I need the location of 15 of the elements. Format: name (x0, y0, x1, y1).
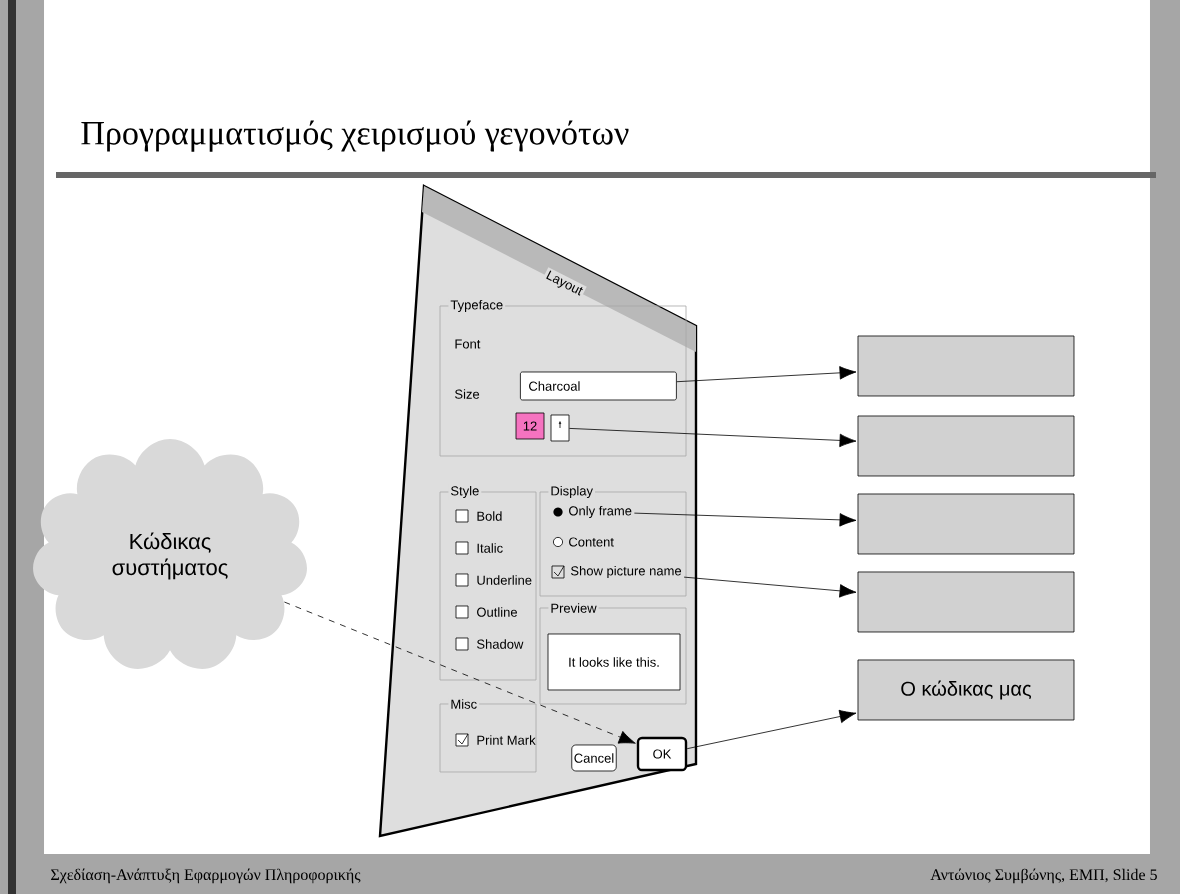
empty-box (857, 335, 1075, 397)
arrow (686, 709, 857, 750)
footer-text: Σχεδίαση-Ανάπτυξη Εφαρμογών Πληροφορικής (51, 868, 361, 884)
stepper-control (550, 414, 570, 442)
arrow (676, 366, 857, 383)
arrow (283, 601, 636, 744)
text-box: Ο κώδικας μας (857, 659, 1075, 721)
arrow (683, 576, 857, 598)
empty-box (857, 571, 1075, 633)
empty-box (857, 493, 1075, 555)
slide-title: Προγραμματισμός χειρισμού γεγονότων (81, 120, 629, 152)
empty-box (857, 415, 1075, 477)
footer-text: Αντώνιος Συμβώνης, ΕΜΠ, Slide 5 (930, 868, 1157, 884)
arrow (633, 512, 857, 527)
arrow (569, 428, 857, 448)
